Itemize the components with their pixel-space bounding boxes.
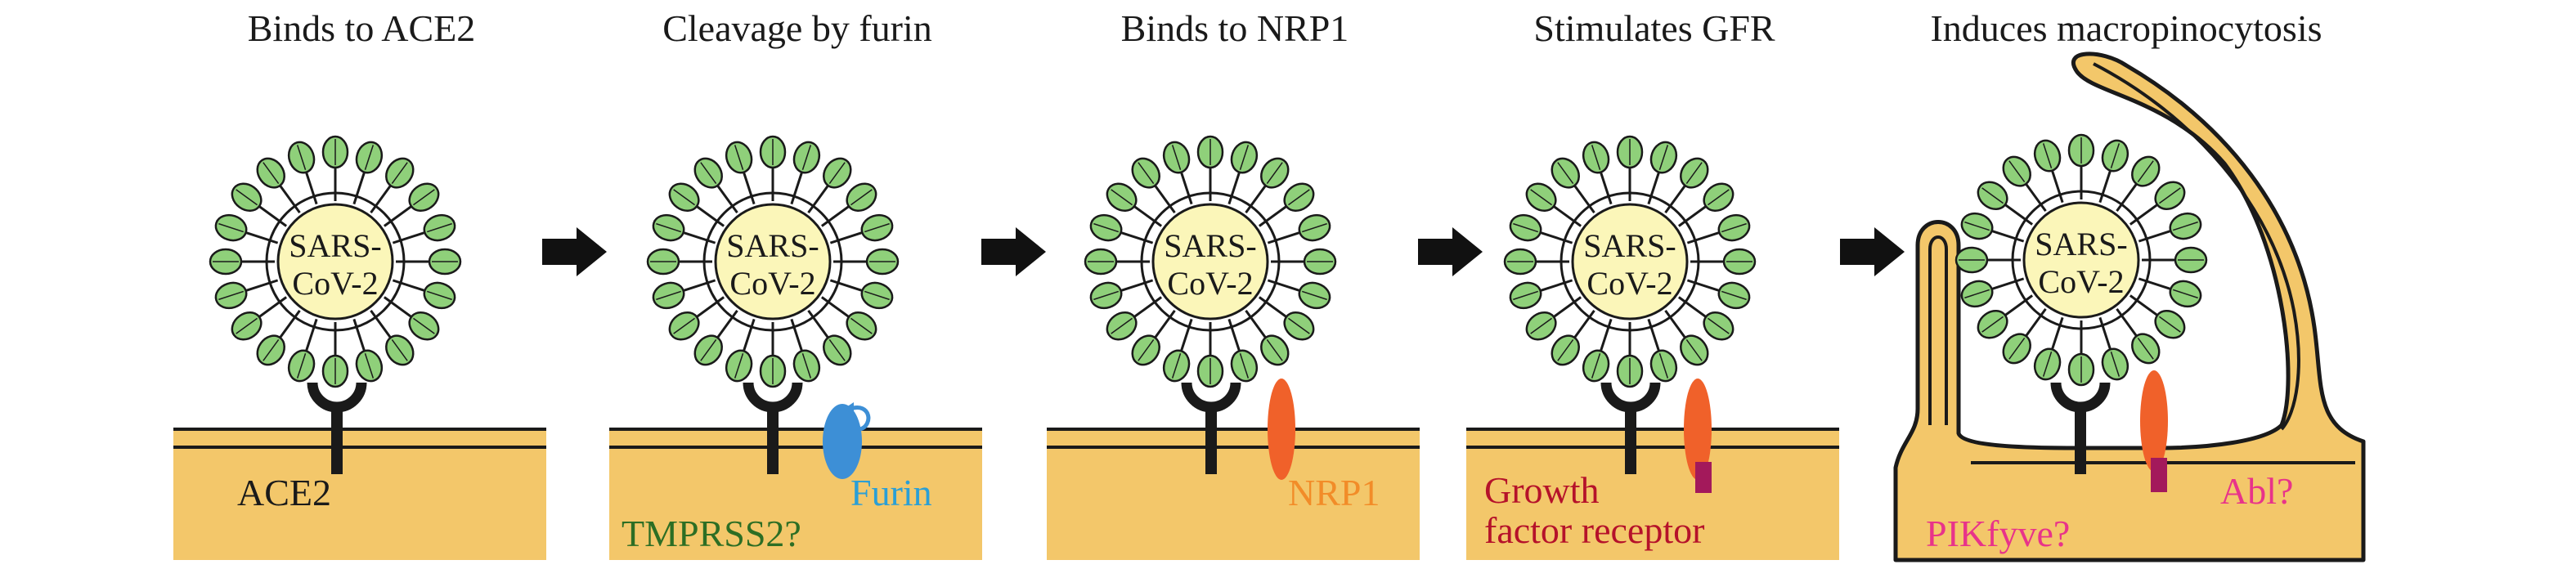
membrane-ruffle-icon: [1893, 52, 2366, 562]
ace2-receptor-icon: [743, 382, 803, 474]
label-pikfyve: PIKfyve?: [1926, 513, 2071, 554]
virus-label-line1: SARS-: [1583, 227, 1676, 264]
label-gfr-line2: factor receptor: [1484, 509, 1705, 551]
label-furin: Furin: [850, 472, 932, 513]
growth-factor-receptor-icon: [1695, 462, 1712, 493]
panel-title-2: Cleavage by furin: [662, 7, 932, 49]
virus-label-line1: SARS-: [289, 227, 381, 264]
virus-label-line2: CoV-2: [729, 265, 815, 302]
panel-3-cell: [1047, 428, 1420, 560]
virus-label-line1: SARS-: [2035, 226, 2127, 262]
arrow-right-icon: [1418, 227, 1483, 276]
panel-4-cell: [1466, 428, 1839, 560]
virus-icon: SARS-CoV-2: [1954, 133, 2208, 387]
virus-label-line1: SARS-: [726, 227, 819, 264]
label-tmprss2: TMPRSS2?: [622, 513, 801, 554]
virus-label-line2: CoV-2: [1167, 265, 1253, 302]
growth-factor-receptor-icon: [2151, 458, 2167, 492]
virus-icon: SARS-CoV-2: [1084, 135, 1337, 388]
panel-2-cell: [609, 428, 982, 560]
furin-enzyme-icon: [823, 402, 871, 479]
nrp1-receptor-icon: [1268, 379, 1295, 480]
arrow-right-icon: [542, 227, 607, 276]
virus-icon: SARS-CoV-2: [646, 135, 900, 388]
panel-title-1: Binds to ACE2: [247, 7, 476, 49]
panel-title-4: Stimulates GFR: [1533, 7, 1775, 49]
nrp1-receptor-icon: [2140, 370, 2168, 472]
virus-label-line2: CoV-2: [2038, 263, 2124, 300]
virus-layer: SARS-CoV-2SARS-CoV-2SARS-CoV-2SARS-CoV-2…: [209, 133, 2208, 388]
label-gfr-line1: Growth: [1484, 469, 1600, 511]
label-ace2: ACE2: [237, 472, 331, 513]
ace2-receptor-icon: [1181, 382, 1241, 474]
panel-title-5: Induces macropinocytosis: [1930, 7, 2322, 49]
label-nrp1: NRP1: [1288, 472, 1380, 513]
arrow-right-icon: [1840, 227, 1905, 276]
arrow-right-icon: [981, 227, 1046, 276]
label-abl: Abl?: [2220, 470, 2294, 512]
ace2-receptor-icon: [307, 382, 367, 474]
ace2-receptor-icon: [1600, 382, 1661, 474]
virus-label-line2: CoV-2: [1586, 265, 1672, 302]
panel-title-3: Binds to NRP1: [1120, 7, 1349, 49]
virus-icon: SARS-CoV-2: [209, 135, 462, 388]
virus-icon: SARS-CoV-2: [1503, 135, 1757, 388]
ace2-receptor-icon: [2050, 382, 2111, 474]
panel-1-cell: [173, 428, 546, 560]
nrp1-receptor-icon: [1684, 379, 1712, 480]
virus-label-line1: SARS-: [1164, 227, 1256, 264]
virus-label-line2: CoV-2: [292, 265, 378, 302]
